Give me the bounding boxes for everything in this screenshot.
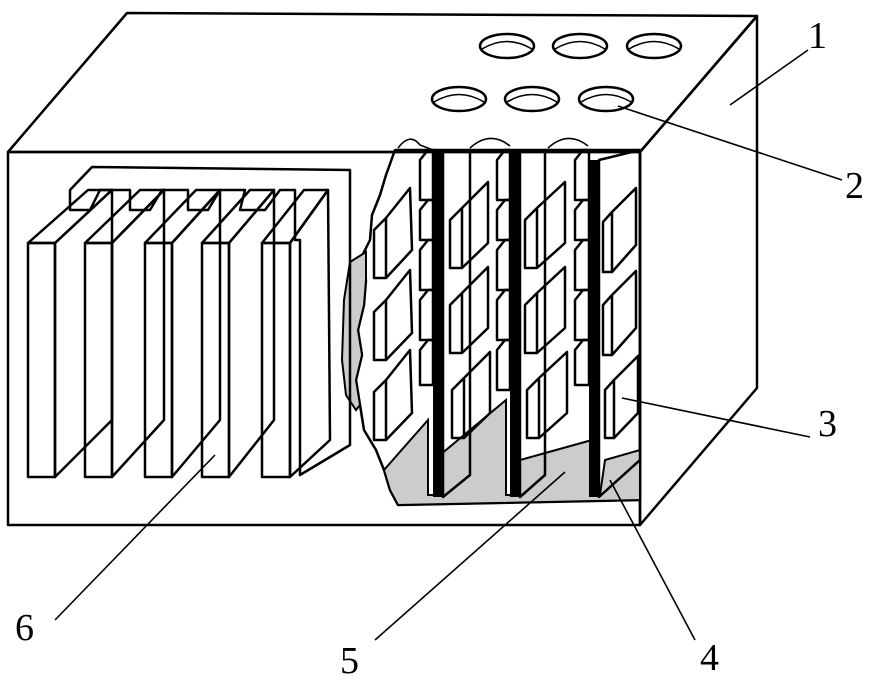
fin bbox=[260, 188, 332, 479]
fin bbox=[83, 188, 166, 479]
battery-cell bbox=[601, 186, 638, 274]
leader-line-4 bbox=[609, 479, 696, 641]
leader-line-5 bbox=[374, 471, 566, 641]
top-holes bbox=[430, 32, 683, 113]
battery-cell bbox=[448, 265, 490, 355]
battery-cell bbox=[525, 350, 569, 440]
hole bbox=[478, 32, 536, 60]
battery-cell bbox=[372, 348, 414, 442]
battery-cell bbox=[372, 268, 414, 362]
battery-cell bbox=[372, 186, 414, 280]
hole bbox=[551, 32, 609, 60]
hole bbox=[577, 85, 635, 113]
label-6: 6 bbox=[15, 607, 34, 649]
battery-cell bbox=[523, 180, 567, 270]
battery-cell bbox=[495, 148, 512, 202]
housing-right-face bbox=[638, 14, 759, 527]
battery-cell bbox=[448, 180, 490, 270]
battery-cell bbox=[418, 338, 435, 387]
label-4: 4 bbox=[700, 637, 719, 679]
label-3: 3 bbox=[818, 403, 837, 445]
battery-cell bbox=[450, 350, 492, 440]
leader-line-1 bbox=[729, 49, 809, 106]
label-1: 1 bbox=[808, 15, 827, 57]
label-2: 2 bbox=[845, 165, 864, 207]
battery-cell bbox=[418, 148, 435, 202]
part-labels: 1 2 3 4 5 6 bbox=[15, 15, 864, 682]
fins bbox=[26, 165, 352, 479]
leader-line-3 bbox=[621, 397, 811, 438]
battery-cell bbox=[601, 269, 638, 357]
battery-cells bbox=[372, 148, 640, 442]
cooling-plate bbox=[469, 137, 547, 499]
housing bbox=[6, 11, 759, 527]
shaded-back-wall bbox=[340, 250, 367, 412]
battery-cell bbox=[573, 288, 591, 342]
hole bbox=[430, 85, 488, 113]
leader-lines bbox=[54, 49, 843, 641]
fin bbox=[26, 188, 114, 479]
label-5: 5 bbox=[340, 640, 359, 682]
fin bbox=[200, 188, 276, 479]
battery-cell bbox=[495, 338, 512, 392]
battery-cell bbox=[495, 288, 512, 342]
battery-cell bbox=[495, 238, 512, 292]
battery-cell bbox=[495, 198, 512, 242]
hole bbox=[625, 32, 683, 60]
battery-cell bbox=[573, 198, 591, 242]
battery-cell bbox=[418, 238, 435, 292]
leader-line-6 bbox=[54, 454, 216, 621]
battery-cell bbox=[603, 354, 640, 440]
cooling-plate bbox=[547, 137, 642, 499]
leader-line-2 bbox=[617, 105, 843, 181]
battery-cell bbox=[418, 198, 435, 242]
battery-cell bbox=[418, 288, 435, 342]
cooling-plates bbox=[397, 137, 642, 499]
battery-cell bbox=[573, 238, 591, 292]
battery-cell bbox=[573, 338, 591, 387]
battery-cell bbox=[523, 265, 567, 355]
fin bbox=[143, 188, 222, 479]
battery-cell bbox=[573, 148, 591, 202]
hole bbox=[503, 85, 561, 113]
cutaway bbox=[340, 148, 642, 507]
cooling-plate bbox=[397, 138, 472, 499]
